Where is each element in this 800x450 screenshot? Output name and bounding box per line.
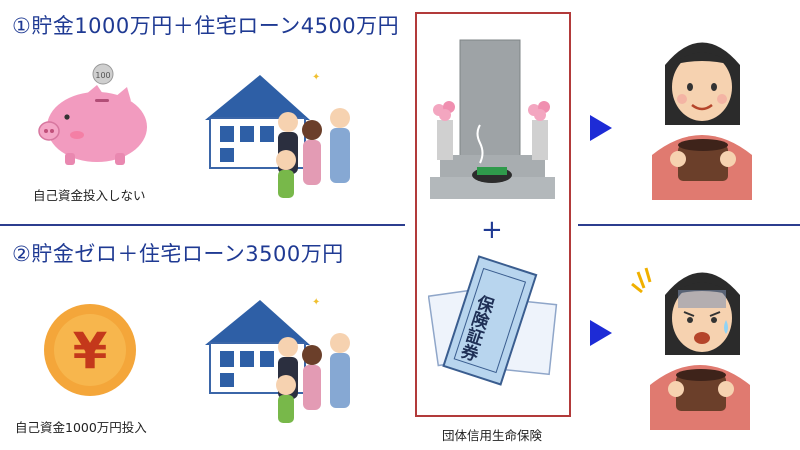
grave-icon: [425, 35, 560, 205]
yen-coin-icon: ¥: [40, 300, 140, 400]
worried-woman-wallet-icon: [630, 250, 770, 430]
section-divider-left: [0, 224, 405, 226]
family-house-icon: ✦: [200, 60, 370, 200]
family-house-icon-2: ✦: [200, 285, 370, 425]
svg-text:✦: ✦: [312, 297, 320, 308]
scenario2-heading: ②貯金ゼロ＋住宅ローン3500万円: [12, 242, 344, 266]
yen-symbol: ¥: [73, 322, 108, 380]
center-caption: 団体信用生命保険: [442, 428, 543, 443]
svg-text:✦: ✦: [312, 72, 320, 83]
scenario1-caption: 自己資金投入しない: [33, 188, 146, 203]
plus-sign: +: [481, 215, 503, 245]
group-credit-insurance-box: [415, 12, 571, 417]
arrow-right-icon-2: [590, 320, 612, 346]
happy-woman-wallet-icon: [640, 25, 765, 200]
scenario2-caption: 自己資金1000万円投入: [15, 420, 147, 435]
arrow-right-icon: [590, 115, 612, 141]
piggy-bank-icon: 100: [35, 55, 155, 175]
scenario1-heading: ①貯金1000万円＋住宅ローン4500万円: [12, 14, 400, 38]
insurance-document-icon: 保険証券: [427, 255, 558, 390]
coin-text: 100: [95, 71, 110, 80]
section-divider-right: [578, 224, 800, 226]
